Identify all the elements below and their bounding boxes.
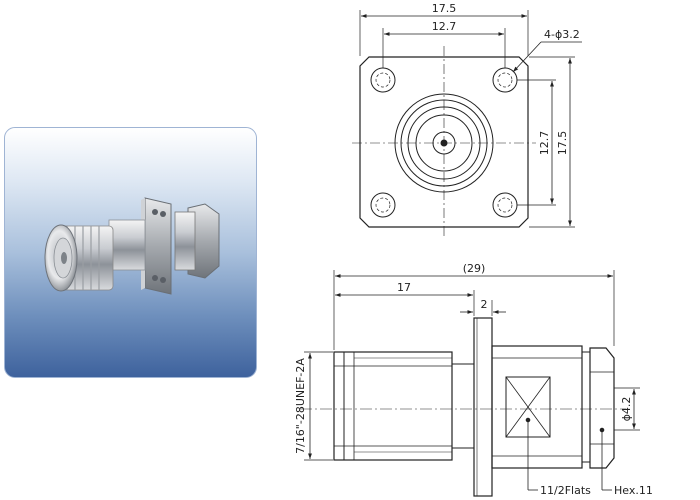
dim-outer-height: 17.5	[556, 131, 569, 156]
hex-callout: Hex.11	[614, 484, 653, 497]
connector-body	[108, 219, 146, 271]
front-face	[44, 224, 78, 292]
dim-body-length: 17	[397, 281, 411, 294]
dim-hole-spacing-width: 12.7	[432, 20, 457, 33]
mounting-hole	[370, 67, 396, 93]
dim-outer-width: 17.5	[432, 2, 457, 15]
connector-illustration	[44, 197, 220, 295]
product-photo-panel	[4, 127, 257, 378]
hole-callout: 4-ϕ3.2	[544, 28, 580, 41]
top-view	[352, 10, 582, 236]
dim-hole-spacing-height: 12.7	[538, 131, 551, 156]
dim-flange-thickness: 2	[481, 298, 488, 311]
dim-overall-length: (29)	[463, 262, 486, 275]
rear-hex-nut	[174, 203, 220, 279]
thread-spec: 7/16"-28UNEF-2A	[294, 358, 307, 454]
flats-callout: 11/2Flats	[540, 484, 591, 497]
side-view	[300, 270, 640, 497]
mounting-hole	[492, 192, 518, 218]
dim-pin-diameter: ϕ4.2	[620, 397, 633, 422]
mounting-hole	[370, 192, 396, 218]
